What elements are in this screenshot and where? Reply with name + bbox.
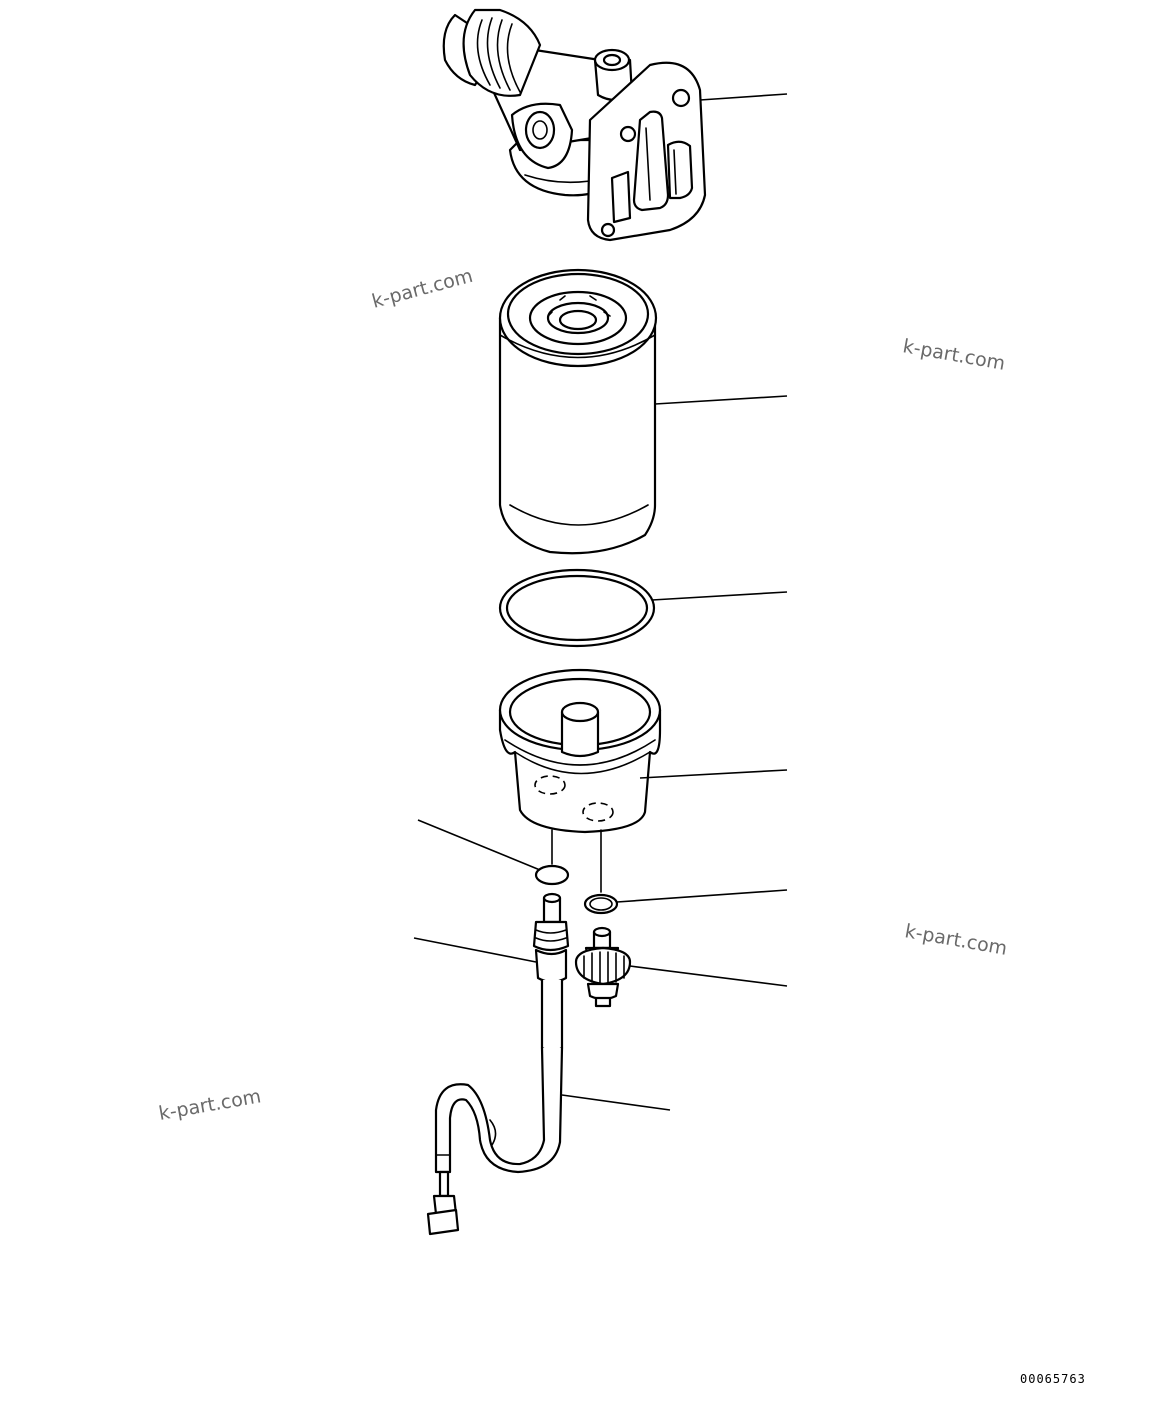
watermark-1: k-part.com <box>370 265 476 313</box>
water-separator-bowl <box>498 668 662 834</box>
watermark-2: k-part.com <box>901 335 1007 375</box>
small-o-ring-left <box>534 864 570 886</box>
leader-line-8 <box>629 965 788 987</box>
watermark-3: k-part.com <box>903 920 1009 960</box>
o-ring-large <box>498 568 656 648</box>
leader-line-5 <box>417 819 541 871</box>
drain-plug <box>574 926 632 1008</box>
leader-line-7 <box>413 937 537 963</box>
fuel-filter-cartridge <box>498 268 658 555</box>
leader-line-4 <box>639 769 788 779</box>
small-o-ring-right <box>583 893 619 915</box>
leader-line-2 <box>654 395 788 405</box>
leader-line-6 <box>616 889 788 903</box>
leader-line-9 <box>561 1094 671 1111</box>
watermark-4: k-part.com <box>157 1085 263 1125</box>
water-level-sensor <box>532 892 570 1053</box>
drawing-code: 00065763 <box>1020 1372 1086 1386</box>
sensor-harness <box>426 1046 564 1236</box>
leader-line-1 <box>699 93 788 101</box>
leader-line-3 <box>651 591 788 601</box>
filter-head-bracket <box>442 8 707 242</box>
